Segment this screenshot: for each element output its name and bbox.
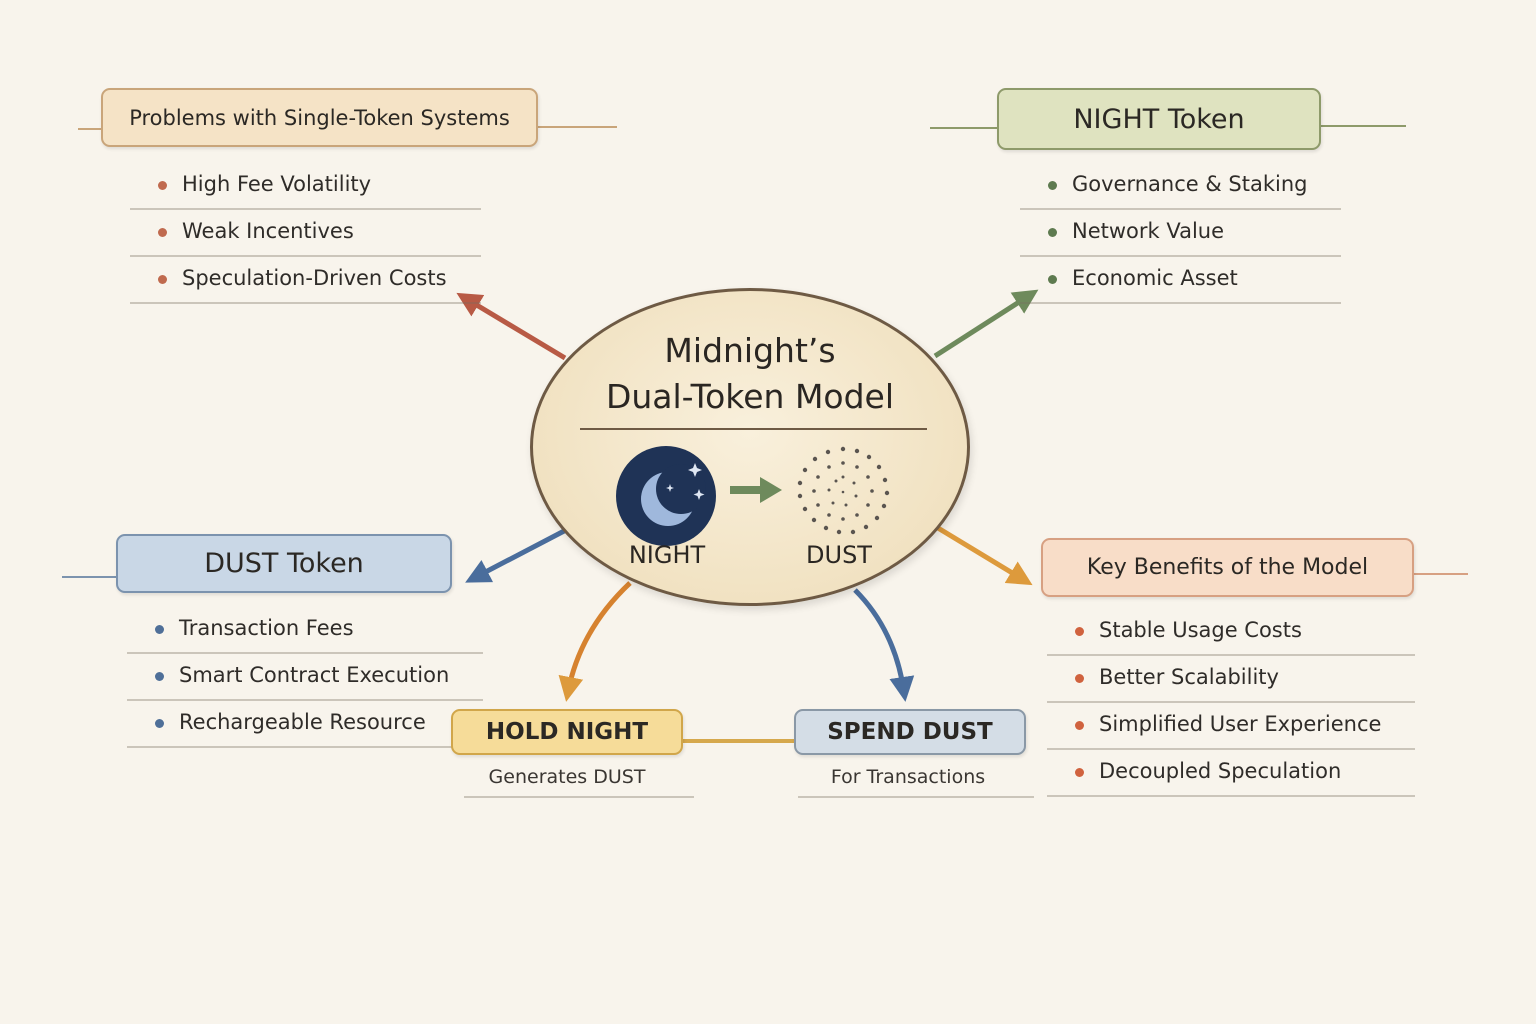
spend-subtitle-underline bbox=[798, 796, 1034, 798]
center-title-line2: Dual-Token Model bbox=[605, 377, 895, 416]
item-underline bbox=[1047, 701, 1416, 703]
benefit-item: Stable Usage Costs bbox=[1099, 618, 1302, 642]
list-item: High Fee Volatility bbox=[130, 167, 481, 214]
list-item: Smart Contract Execution bbox=[127, 658, 484, 705]
dust-box-line-left bbox=[62, 576, 118, 578]
benefits-title: Key Benefits of the Model bbox=[1086, 555, 1369, 580]
hold-night-subtitle: Generates DUST bbox=[488, 766, 646, 788]
dust-token-list: Transaction Fees Smart Contract Executio… bbox=[127, 611, 484, 752]
problems-box-line-left bbox=[78, 128, 102, 130]
night-token-title: NIGHT Token bbox=[1073, 103, 1245, 135]
night-box-line-left bbox=[930, 127, 998, 129]
arrow-to-dust-token bbox=[465, 527, 568, 583]
list-item: Economic Asset bbox=[1020, 261, 1342, 308]
bullet-dot bbox=[155, 625, 164, 634]
bullet-dot bbox=[158, 228, 167, 237]
bullet-dot bbox=[1075, 768, 1084, 777]
center-model-node: Midnight’s Dual-Token Model NIGHT DUST bbox=[530, 288, 970, 606]
problem-item: Weak Incentives bbox=[182, 219, 354, 243]
item-underline bbox=[1047, 654, 1416, 656]
night-token-list: Governance & Staking Network Value Econo… bbox=[1020, 167, 1342, 308]
list-item: Transaction Fees bbox=[127, 611, 484, 658]
benefit-item: Simplified User Experience bbox=[1099, 712, 1382, 736]
bullet-dot bbox=[1048, 275, 1057, 284]
dust-particles-icon bbox=[797, 446, 890, 535]
night-box-line-right bbox=[1320, 125, 1406, 127]
arrow-right-icon bbox=[730, 477, 782, 503]
arrow-to-problems bbox=[456, 292, 567, 361]
dust-item: Transaction Fees bbox=[179, 616, 354, 640]
list-item: Better Scalability bbox=[1047, 660, 1416, 707]
night-item: Governance & Staking bbox=[1072, 172, 1308, 196]
item-underline bbox=[130, 255, 481, 257]
bullet-dot bbox=[1075, 627, 1084, 636]
arrow-to-hold-night bbox=[558, 581, 632, 702]
list-item: Stable Usage Costs bbox=[1047, 613, 1416, 660]
item-underline bbox=[1020, 255, 1342, 257]
item-underline bbox=[1020, 302, 1342, 304]
dust-token-box: DUST Token bbox=[116, 534, 452, 593]
spend-dust-box: SPEND DUST bbox=[794, 709, 1026, 755]
problems-box: Problems with Single-Token Systems bbox=[101, 88, 538, 147]
bullet-dot bbox=[1048, 181, 1057, 190]
spend-dust-title: SPEND DUST bbox=[827, 719, 993, 745]
list-item: Decoupled Speculation bbox=[1047, 754, 1416, 801]
item-underline bbox=[130, 302, 481, 304]
problems-list: High Fee Volatility Weak Incentives Spec… bbox=[130, 167, 481, 308]
bullet-dot bbox=[158, 181, 167, 190]
list-item: Governance & Staking bbox=[1020, 167, 1342, 214]
problem-item: Speculation-Driven Costs bbox=[182, 266, 447, 290]
bullet-dot bbox=[155, 719, 164, 728]
item-underline bbox=[1047, 795, 1416, 797]
item-underline bbox=[130, 208, 481, 210]
dust-item: Rechargeable Resource bbox=[179, 710, 426, 734]
item-underline bbox=[1047, 748, 1416, 750]
list-item: Speculation-Driven Costs bbox=[130, 261, 481, 308]
item-underline bbox=[127, 699, 484, 701]
benefits-box-line-right bbox=[1412, 573, 1468, 575]
list-item: Simplified User Experience bbox=[1047, 707, 1416, 754]
arrow-to-spend-dust bbox=[853, 588, 915, 702]
arrow-to-benefits bbox=[936, 525, 1033, 586]
bullet-dot bbox=[1048, 228, 1057, 237]
center-divider bbox=[580, 428, 927, 430]
bullet-dot bbox=[1075, 721, 1084, 730]
hold-night-title: HOLD NIGHT bbox=[485, 719, 649, 745]
item-underline bbox=[1020, 208, 1342, 210]
bullet-dot bbox=[158, 275, 167, 284]
list-item: Weak Incentives bbox=[130, 214, 481, 261]
dust-label: DUST bbox=[806, 541, 872, 569]
benefits-list: Stable Usage Costs Better Scalability Si… bbox=[1047, 613, 1416, 801]
night-item: Network Value bbox=[1072, 219, 1225, 243]
hold-subtitle-underline bbox=[464, 796, 694, 798]
night-token-box: NIGHT Token bbox=[997, 88, 1321, 150]
hold-night-box: HOLD NIGHT bbox=[451, 709, 683, 755]
benefits-box: Key Benefits of the Model bbox=[1041, 538, 1414, 597]
item-underline bbox=[127, 746, 484, 748]
list-item: Rechargeable Resource bbox=[127, 705, 484, 752]
benefit-item: Decoupled Speculation bbox=[1099, 759, 1342, 783]
problem-item: High Fee Volatility bbox=[182, 172, 372, 196]
bullet-dot bbox=[155, 672, 164, 681]
problems-title: Problems with Single-Token Systems bbox=[129, 105, 510, 130]
night-label: NIGHT bbox=[628, 541, 706, 569]
moon-icon bbox=[616, 446, 716, 546]
spend-dust-subtitle: For Transactions bbox=[830, 766, 986, 788]
benefit-item: Better Scalability bbox=[1099, 665, 1279, 689]
bullet-dot bbox=[1075, 674, 1084, 683]
dust-item: Smart Contract Execution bbox=[179, 663, 450, 687]
center-title-line1: Midnight’s bbox=[664, 331, 836, 370]
night-item: Economic Asset bbox=[1072, 266, 1238, 290]
arrow-to-night-token bbox=[933, 289, 1039, 359]
item-underline bbox=[127, 652, 484, 654]
list-item: Network Value bbox=[1020, 214, 1342, 261]
problems-box-line-right bbox=[537, 126, 617, 128]
dust-token-title: DUST Token bbox=[204, 548, 364, 579]
